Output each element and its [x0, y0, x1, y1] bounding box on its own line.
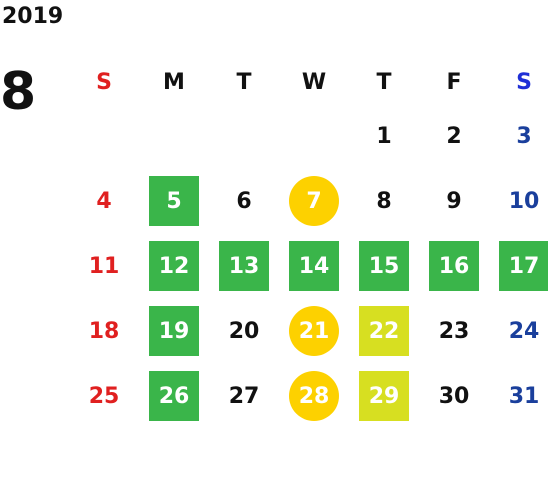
day-number: 8	[376, 189, 392, 214]
day-cell[interactable]: 31	[489, 364, 548, 429]
empty-day-cell	[69, 104, 139, 169]
day-number: 3	[516, 124, 532, 149]
day-number: 4	[96, 189, 112, 214]
day-number: 29	[368, 384, 400, 409]
weekday-header-friday: F	[446, 69, 462, 95]
day-cell[interactable]: 1	[349, 104, 419, 169]
day-number: 17	[508, 254, 540, 279]
day-number: 11	[88, 254, 120, 279]
day-cell[interactable]: 13	[209, 234, 279, 299]
empty-day-cell	[279, 104, 349, 169]
day-number: 18	[88, 319, 120, 344]
day-cell[interactable]: 6	[209, 169, 279, 234]
day-number: 13	[228, 254, 260, 279]
weekday-header-wednesday: W	[301, 69, 327, 95]
day-number: 24	[508, 319, 540, 344]
day-cell[interactable]: 23	[419, 299, 489, 364]
day-number: 14	[298, 254, 330, 279]
day-cell[interactable]: 28	[279, 364, 349, 429]
day-cell[interactable]: 27	[209, 364, 279, 429]
day-cell[interactable]: 14	[279, 234, 349, 299]
day-number: 2	[446, 124, 462, 149]
weekday-header-saturday: S	[516, 69, 532, 95]
day-cell[interactable]: 8	[349, 169, 419, 234]
day-cell[interactable]: 5	[139, 169, 209, 234]
year-label: 2019	[2, 4, 64, 29]
empty-day-cell	[139, 104, 209, 169]
day-number: 9	[446, 189, 462, 214]
day-cell[interactable]: 12	[139, 234, 209, 299]
day-cell[interactable]: 24	[489, 299, 548, 364]
day-number: 5	[166, 189, 182, 214]
day-number: 16	[438, 254, 470, 279]
day-cell[interactable]: 9	[419, 169, 489, 234]
day-cell[interactable]: 10	[489, 169, 548, 234]
month-number: 8	[0, 62, 37, 122]
day-number: 30	[438, 384, 470, 409]
day-cell[interactable]: 4	[69, 169, 139, 234]
day-cell[interactable]: 3	[489, 104, 548, 169]
empty-day-cell	[209, 104, 279, 169]
day-number: 12	[158, 254, 190, 279]
day-number: 22	[368, 319, 400, 344]
day-cell[interactable]: 30	[419, 364, 489, 429]
day-number: 27	[228, 384, 260, 409]
day-cell[interactable]: 7	[279, 169, 349, 234]
day-number: 15	[368, 254, 400, 279]
day-cell[interactable]: 20	[209, 299, 279, 364]
day-number: 28	[298, 384, 330, 409]
weekday-header-sunday: S	[96, 69, 112, 95]
day-cell[interactable]: 26	[139, 364, 209, 429]
day-number: 7	[306, 189, 322, 214]
day-cell[interactable]: 16	[419, 234, 489, 299]
day-number: 1	[376, 124, 392, 149]
day-number: 20	[228, 319, 260, 344]
day-cell[interactable]: 18	[69, 299, 139, 364]
day-number: 10	[508, 189, 540, 214]
weekday-header-thursday: T	[376, 69, 392, 95]
day-number: 31	[508, 384, 540, 409]
day-number: 21	[298, 319, 330, 344]
day-cell[interactable]: 21	[279, 299, 349, 364]
day-number: 25	[88, 384, 120, 409]
day-number: 23	[438, 319, 470, 344]
day-cell[interactable]: 11	[69, 234, 139, 299]
day-cell[interactable]: 22	[349, 299, 419, 364]
day-cell[interactable]: 29	[349, 364, 419, 429]
day-number: 6	[236, 189, 252, 214]
weekday-header-tuesday: T	[236, 69, 252, 95]
day-number: 26	[158, 384, 190, 409]
day-cell[interactable]: 2	[419, 104, 489, 169]
day-cell[interactable]: 19	[139, 299, 209, 364]
weekday-header-monday: M	[163, 69, 185, 95]
day-cell[interactable]: 25	[69, 364, 139, 429]
day-cell[interactable]: 15	[349, 234, 419, 299]
day-cell[interactable]: 17	[489, 234, 548, 299]
day-number: 19	[158, 319, 190, 344]
